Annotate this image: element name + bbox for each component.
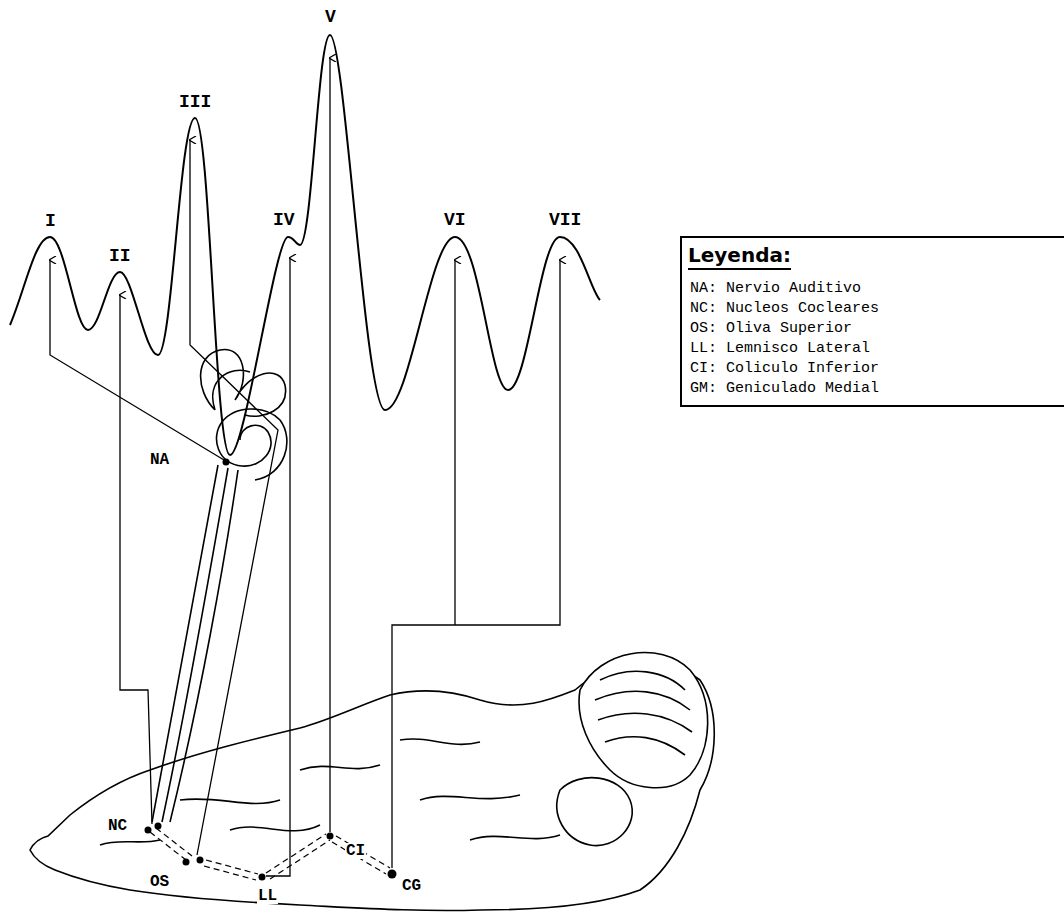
structure-label: OS xyxy=(149,874,170,890)
legend-entry: GM: Geniculado Medial xyxy=(690,380,1064,397)
cerebellum-folia xyxy=(595,671,692,755)
legend-entry: NA: Nervio Auditivo xyxy=(690,280,1064,297)
wave-label: VI xyxy=(444,211,466,229)
cerebellum xyxy=(579,653,708,788)
wave-label: IV xyxy=(273,211,295,229)
structure-label: NA xyxy=(149,452,170,468)
legend-entry: NC: Nucleos Cocleares xyxy=(690,300,1064,317)
structure-label: NC xyxy=(107,818,128,834)
structure-label: CG xyxy=(401,878,422,894)
leader-arrows xyxy=(50,58,560,876)
legend-entry: OS: Oliva Superior xyxy=(690,320,1064,337)
legend-entry: LL: Lemnisco Lateral xyxy=(690,340,1064,357)
legend-rows: NA: Nervio AuditivoNC: Nucleos Cocleares… xyxy=(682,280,1064,397)
legend-entry: CI: Coliculo Inferior xyxy=(690,360,1064,377)
wave-label: V xyxy=(325,8,336,26)
nucleus-dots xyxy=(145,459,397,881)
wave-label: I xyxy=(45,212,56,230)
structure-label: LL xyxy=(257,888,278,904)
abr-waveform xyxy=(10,35,600,455)
wave-label: VII xyxy=(549,211,581,229)
wave-label: III xyxy=(179,93,211,111)
legend-title: Leyenda: xyxy=(688,244,791,270)
thalamus xyxy=(557,778,632,846)
structure-label: CI xyxy=(345,843,366,859)
legend-box: Leyenda: NA: Nervio AuditivoNC: Nucleos C… xyxy=(680,236,1064,407)
semicircular-canals xyxy=(201,350,286,417)
auditory-pathway xyxy=(150,828,390,880)
wave-label: II xyxy=(109,247,131,265)
auditory-nerve xyxy=(152,465,238,822)
brain-drawing xyxy=(30,350,714,911)
